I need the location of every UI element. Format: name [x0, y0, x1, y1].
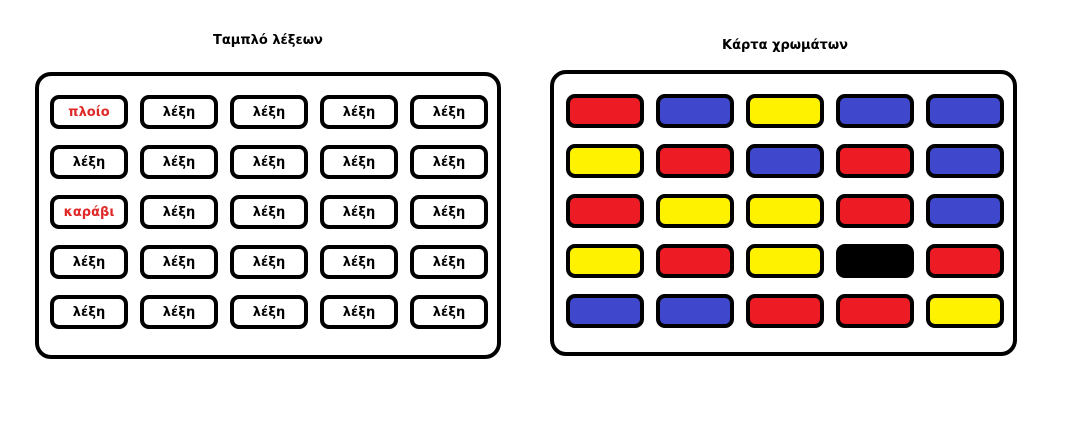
color-card-red[interactable] — [656, 244, 734, 278]
word-card[interactable]: λέξη — [320, 95, 398, 129]
color-card-blue[interactable] — [746, 144, 824, 178]
word-card[interactable]: λέξη — [50, 145, 128, 179]
color-card-blue[interactable] — [656, 294, 734, 328]
word-card[interactable]: πλοίο — [50, 95, 128, 129]
color-card-blue[interactable] — [926, 144, 1004, 178]
word-card[interactable]: λέξη — [230, 95, 308, 129]
word-card[interactable]: λέξη — [320, 145, 398, 179]
word-card[interactable]: καράβι — [50, 195, 128, 229]
color-grid — [566, 94, 1004, 328]
color-card-red[interactable] — [926, 244, 1004, 278]
color-card-red[interactable] — [746, 294, 824, 328]
color-card-yellow[interactable] — [746, 244, 824, 278]
word-card[interactable]: λέξη — [230, 195, 308, 229]
word-card[interactable]: λέξη — [320, 295, 398, 329]
color-card-red[interactable] — [656, 144, 734, 178]
color-card-yellow[interactable] — [746, 194, 824, 228]
color-card-yellow[interactable] — [566, 244, 644, 278]
word-card[interactable]: λέξη — [140, 295, 218, 329]
color-card-yellow[interactable] — [656, 194, 734, 228]
color-card-red[interactable] — [836, 294, 914, 328]
color-card-blue[interactable] — [926, 194, 1004, 228]
color-card-blue[interactable] — [566, 294, 644, 328]
word-card[interactable]: λέξη — [230, 245, 308, 279]
color-card-yellow[interactable] — [746, 94, 824, 128]
color-card-red[interactable] — [836, 194, 914, 228]
color-card-red[interactable] — [566, 94, 644, 128]
word-card[interactable]: λέξη — [140, 95, 218, 129]
word-card[interactable]: λέξη — [140, 145, 218, 179]
word-card[interactable]: λέξη — [50, 245, 128, 279]
color-card-red[interactable] — [836, 144, 914, 178]
color-card-black[interactable] — [836, 244, 914, 278]
color-card-blue[interactable] — [836, 94, 914, 128]
word-board-title: Ταμπλό λέξεων — [213, 33, 323, 48]
color-board — [550, 70, 1017, 356]
color-card-blue[interactable] — [656, 94, 734, 128]
word-card[interactable]: λέξη — [320, 245, 398, 279]
color-card-yellow[interactable] — [566, 144, 644, 178]
word-card[interactable]: λέξη — [50, 295, 128, 329]
color-card-blue[interactable] — [926, 94, 1004, 128]
color-card-yellow[interactable] — [926, 294, 1004, 328]
word-card[interactable]: λέξη — [140, 245, 218, 279]
word-card[interactable]: λέξη — [140, 195, 218, 229]
word-card[interactable]: λέξη — [230, 145, 308, 179]
color-board-title: Κάρτα χρωμάτων — [722, 38, 849, 53]
word-card[interactable]: λέξη — [410, 195, 488, 229]
word-card[interactable]: λέξη — [230, 295, 308, 329]
word-card[interactable]: λέξη — [410, 95, 488, 129]
word-card[interactable]: λέξη — [410, 145, 488, 179]
word-card[interactable]: λέξη — [410, 245, 488, 279]
word-card[interactable]: λέξη — [410, 295, 488, 329]
color-card-red[interactable] — [566, 194, 644, 228]
word-card[interactable]: λέξη — [320, 195, 398, 229]
